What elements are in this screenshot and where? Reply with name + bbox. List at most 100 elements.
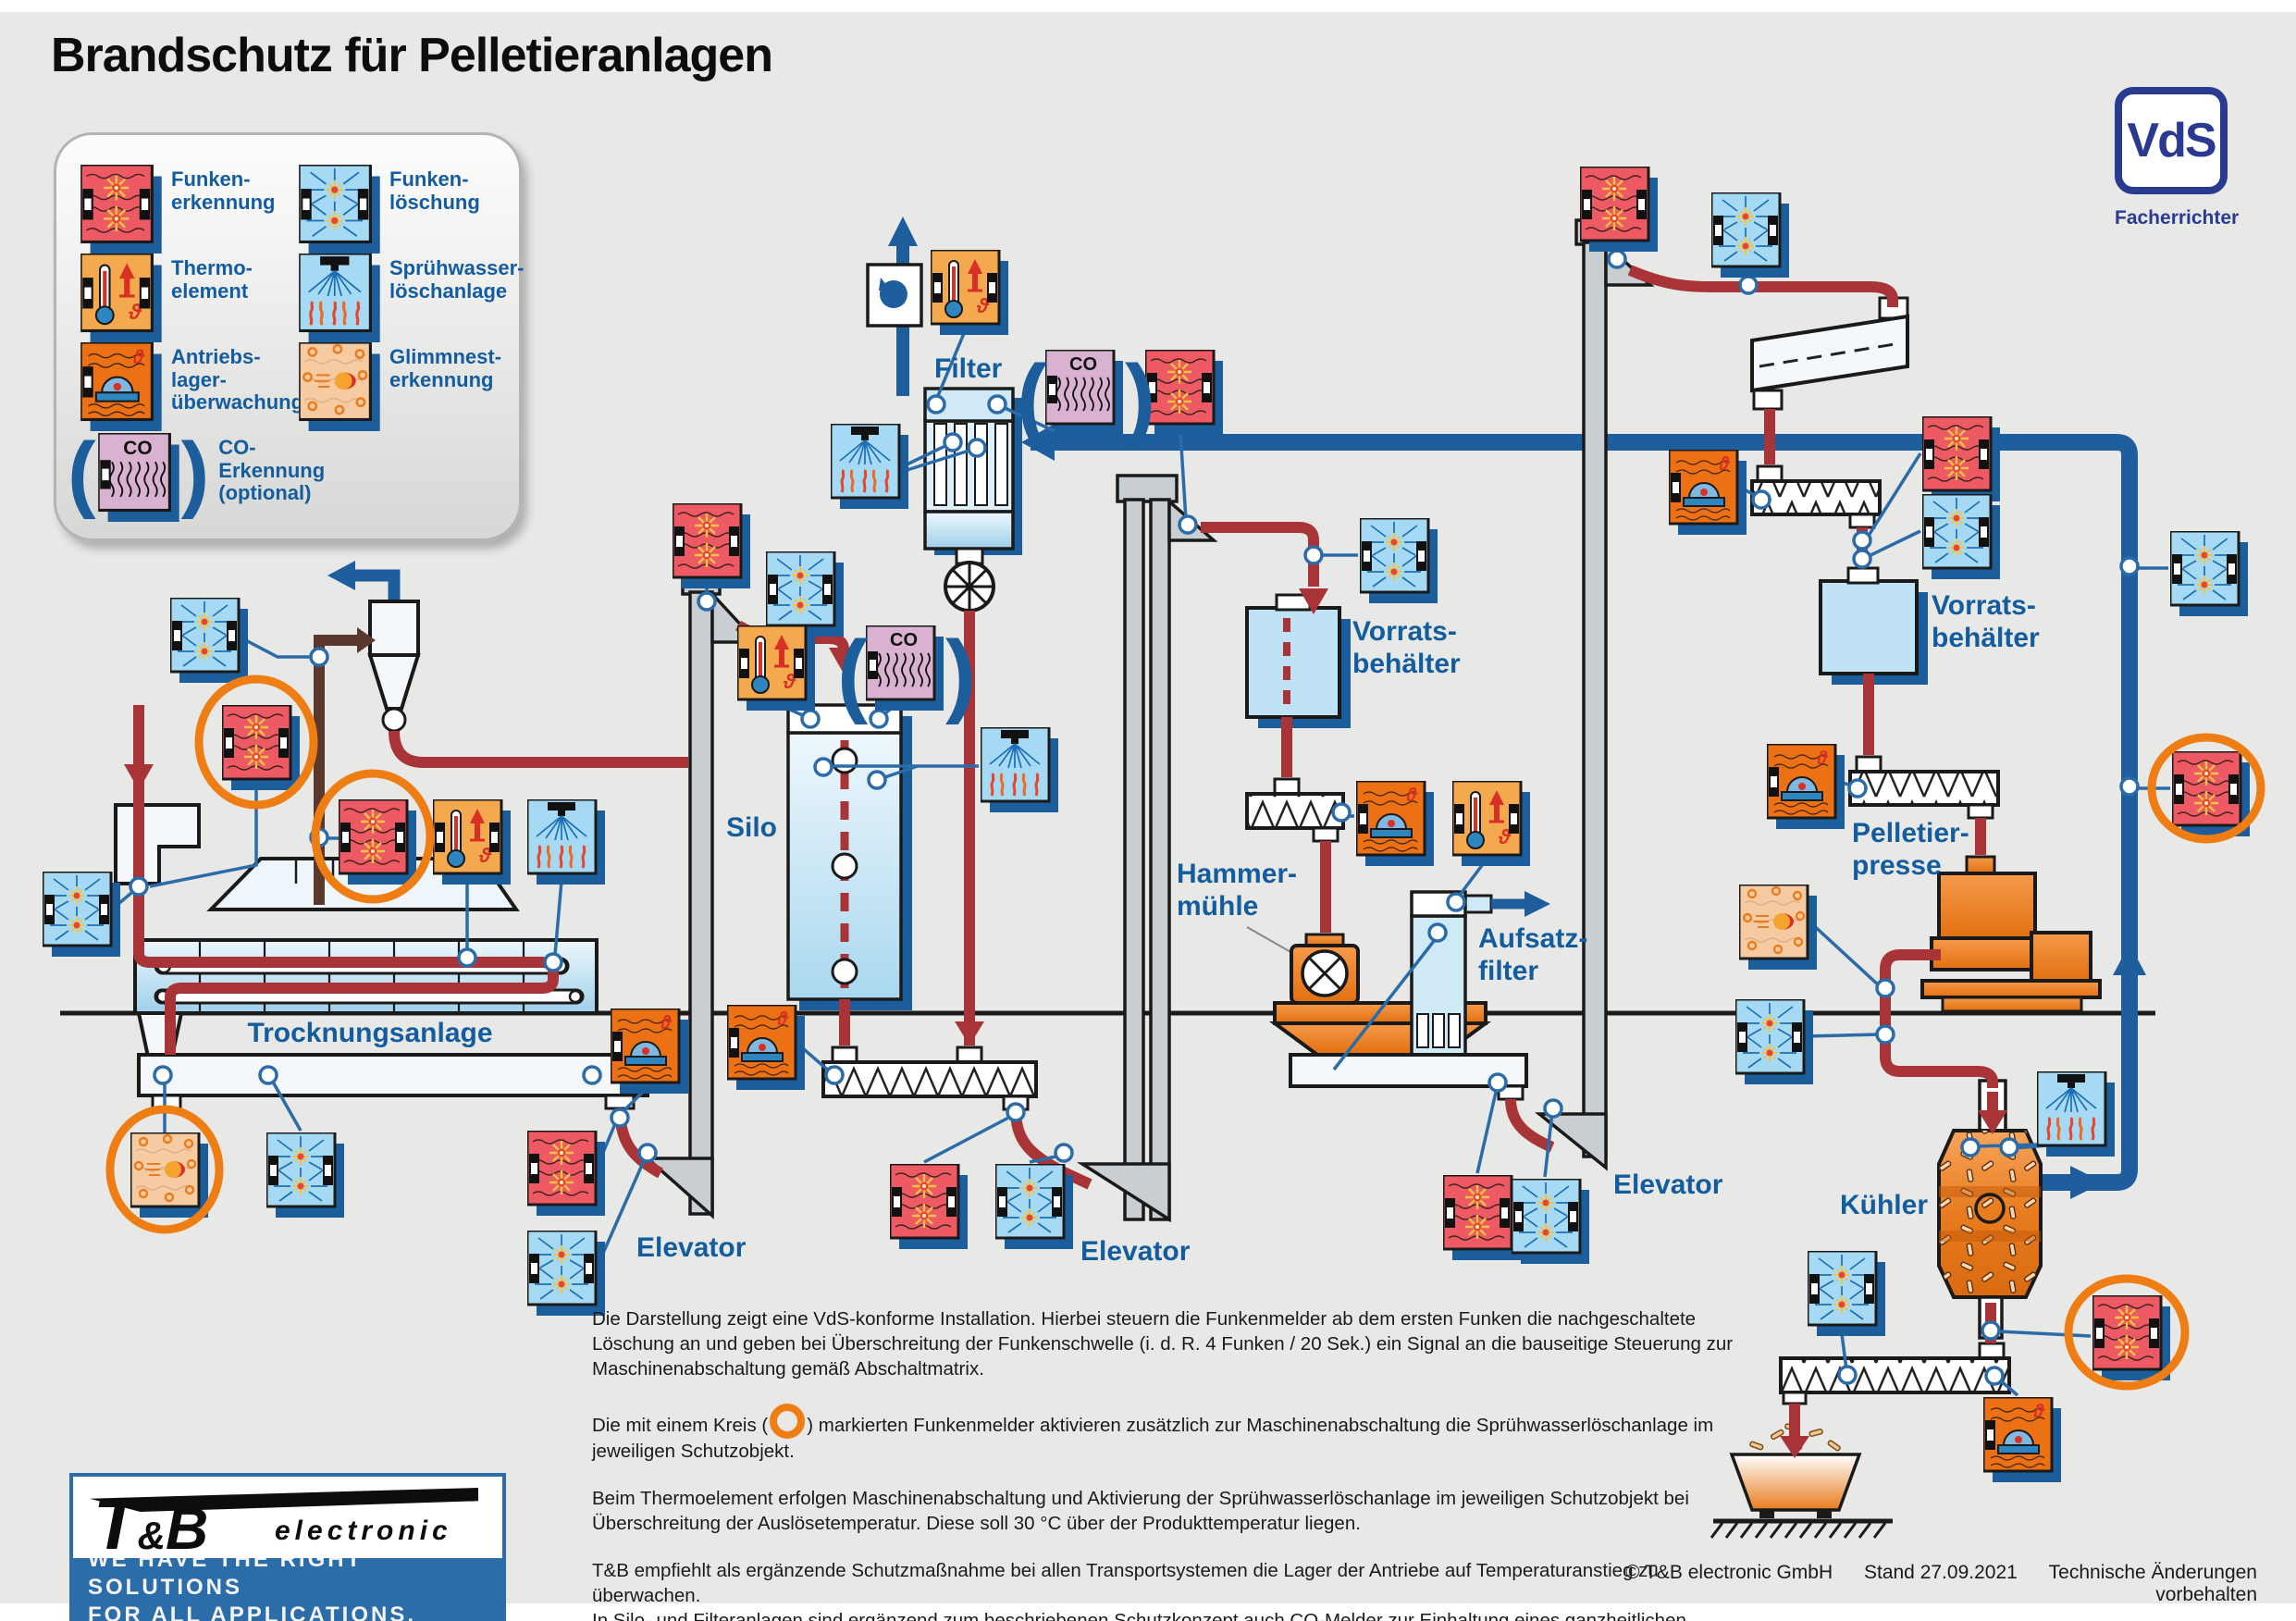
co-optional-parens: ( ) ( ) xyxy=(837,346,1155,725)
spark-detection-icon xyxy=(890,1164,968,1249)
storage-bin-2 xyxy=(1819,566,1928,685)
label-vorratsbehaelter-2: Vorrats- behälter xyxy=(1932,590,2040,653)
tb-logo-slogan: WE HAVE THE RIGHT SOLUTIONS FOR ALL APPL… xyxy=(73,1547,502,1621)
spray-water-icon xyxy=(527,799,605,885)
vds-logo: VdS xyxy=(2115,87,2228,194)
spark-detection-icon xyxy=(527,1131,605,1216)
label-filter: Filter xyxy=(934,353,1003,384)
legend-item-funkenerkennung: Funken- erkennung xyxy=(80,165,275,254)
spark-extinguishing-icon xyxy=(995,1164,1073,1249)
inclined-conveyor xyxy=(1750,296,1909,411)
spray-water-icon xyxy=(831,424,908,509)
ember-detection-icon xyxy=(1739,885,1817,970)
cooler xyxy=(1937,1079,2043,1340)
label-elevator-3: Elevator xyxy=(1613,1169,1723,1200)
spark-detection-icon xyxy=(222,705,300,790)
bearing-monitoring-icon xyxy=(727,1005,805,1090)
spark-extinguishing-icon xyxy=(2170,531,2248,616)
spark-extinguishing-icon xyxy=(266,1132,344,1218)
thermo-element-icon xyxy=(433,799,511,885)
spark-detection-icon xyxy=(1443,1175,1521,1260)
spark-extinguishing-icon xyxy=(43,872,120,957)
spray-water-icon xyxy=(2037,1071,2115,1157)
svg-text:): ) xyxy=(1125,346,1155,450)
tb-logo-top: T&B electronic xyxy=(73,1477,502,1558)
spark-detection-icon xyxy=(1922,416,2000,501)
bottom-margin xyxy=(0,1603,2296,1621)
thermo-element-icon xyxy=(80,254,162,342)
svg-text:): ) xyxy=(945,622,976,725)
spark-detection-icon xyxy=(1145,350,1223,435)
thermo-element-icon xyxy=(931,250,1008,335)
duct-flow-arrow-up xyxy=(2113,944,2146,975)
collecting-screw-conveyor xyxy=(821,1046,1038,1111)
circle-marker-icon xyxy=(770,1404,806,1440)
paragraph-2: Die mit einem Kreis () markierten Funken… xyxy=(592,1404,1744,1464)
bearing-monitoring-icon xyxy=(1356,781,1434,866)
tb-electronic-logo: T&B electronic WE HAVE THE RIGHT SOLUTIO… xyxy=(69,1473,506,1621)
mill-discharge-conveyor xyxy=(1289,1053,1528,1101)
bagging-conveyor xyxy=(1779,1342,2011,1405)
label-hammermuehle: Hammer- mühle xyxy=(1177,859,1298,922)
thermo-element-icon xyxy=(1452,781,1530,866)
legend-item-glimmnest: Glimmnest- erkennung xyxy=(299,342,501,431)
spark-extinguishing-icon xyxy=(299,165,380,254)
spark-extinguishing-icon xyxy=(1711,192,1789,278)
label-vorratsbehaelter-1: Vorrats- behälter xyxy=(1352,616,1461,679)
footer: © T&B electronic GmbH Stand 27.09.2021 T… xyxy=(1517,1562,2257,1606)
spark-detection-icon xyxy=(339,799,416,885)
vds-certification: VdS Facherrichter xyxy=(2115,87,2240,229)
label-silo: Silo xyxy=(725,812,777,843)
spark-extinguishing-icon xyxy=(766,551,844,637)
spark-extinguishing-icon xyxy=(527,1231,605,1316)
vds-subtitle: Facherrichter xyxy=(2115,207,2240,229)
bin2-feed-screw xyxy=(1750,464,1882,529)
bearing-monitoring-icon xyxy=(611,1008,688,1094)
cyclone-separator xyxy=(327,561,421,733)
press-feed-screw xyxy=(1848,755,2000,820)
attachment-filter-exhaust-arrow xyxy=(1524,891,1550,917)
legend-item-funkenloeschung: Funken- löschung xyxy=(299,165,480,254)
bucket-elevator-2 xyxy=(1077,474,1218,1223)
bucket-elevator-3 xyxy=(1535,218,1655,1171)
dryer-inlet-chute xyxy=(114,803,201,885)
page-title: Brandschutz für Pelletieranlagen xyxy=(51,29,773,82)
storage-bin-1 xyxy=(1245,593,1351,728)
spray-water-icon xyxy=(981,727,1058,812)
pellet-press xyxy=(1920,855,2102,1013)
spark-detection-icon xyxy=(1580,167,1658,252)
top-margin xyxy=(0,0,2296,12)
label-aufsatzfilter: Aufsatz- filter xyxy=(1478,923,1588,986)
silo xyxy=(786,703,912,1010)
spark-detection-icon xyxy=(80,165,162,254)
dryer-discharge-conveyor xyxy=(137,1053,649,1110)
cyclone-exhaust-arrow xyxy=(327,561,355,590)
rotary-valve-icon xyxy=(945,563,994,611)
bearing-monitoring-icon xyxy=(1669,450,1747,535)
spark-detection-icon xyxy=(2092,1295,2170,1380)
legend-panel: Funken- erkennung Funken- löschung Therm… xyxy=(54,132,525,541)
sprinkler-trigger-markers xyxy=(105,674,2265,1391)
filter-exhaust-arrow xyxy=(888,217,918,246)
spark-extinguishing-icon xyxy=(1922,494,2000,579)
label-trocknungsanlage: Trocknungsanlage xyxy=(247,1018,493,1048)
bearing-monitoring-icon xyxy=(1983,1397,2061,1482)
co-detection-icon xyxy=(866,625,944,711)
label-kuehler: Kühler xyxy=(1839,1190,1928,1220)
spray-water-icon xyxy=(299,254,380,342)
label-elevator-1: Elevator xyxy=(636,1232,747,1263)
explanatory-text: Die Darstellung zeigt eine VdS-konforme … xyxy=(592,1306,1744,1621)
duct-arrow-into-filter xyxy=(1021,424,1055,461)
svg-text:(: ( xyxy=(837,622,869,725)
spark-detection-icon xyxy=(673,503,750,588)
legend-item-spruehwasser: Sprühwasser- löschanlage xyxy=(299,254,525,342)
sensor-junctions xyxy=(129,249,2140,1386)
bearing-monitoring-icon xyxy=(80,342,162,431)
paragraph-3: Beim Thermoelement erfolgen Maschinenabs… xyxy=(592,1488,1689,1535)
co-detection-icon xyxy=(98,433,179,522)
spark-extinguishing-icon xyxy=(170,598,248,683)
paragraph-4: T&B empfiehlt als ergänzende Schutzmaßna… xyxy=(592,1560,1686,1621)
version-date: Stand 27.09.2021 xyxy=(1863,1562,2018,1583)
